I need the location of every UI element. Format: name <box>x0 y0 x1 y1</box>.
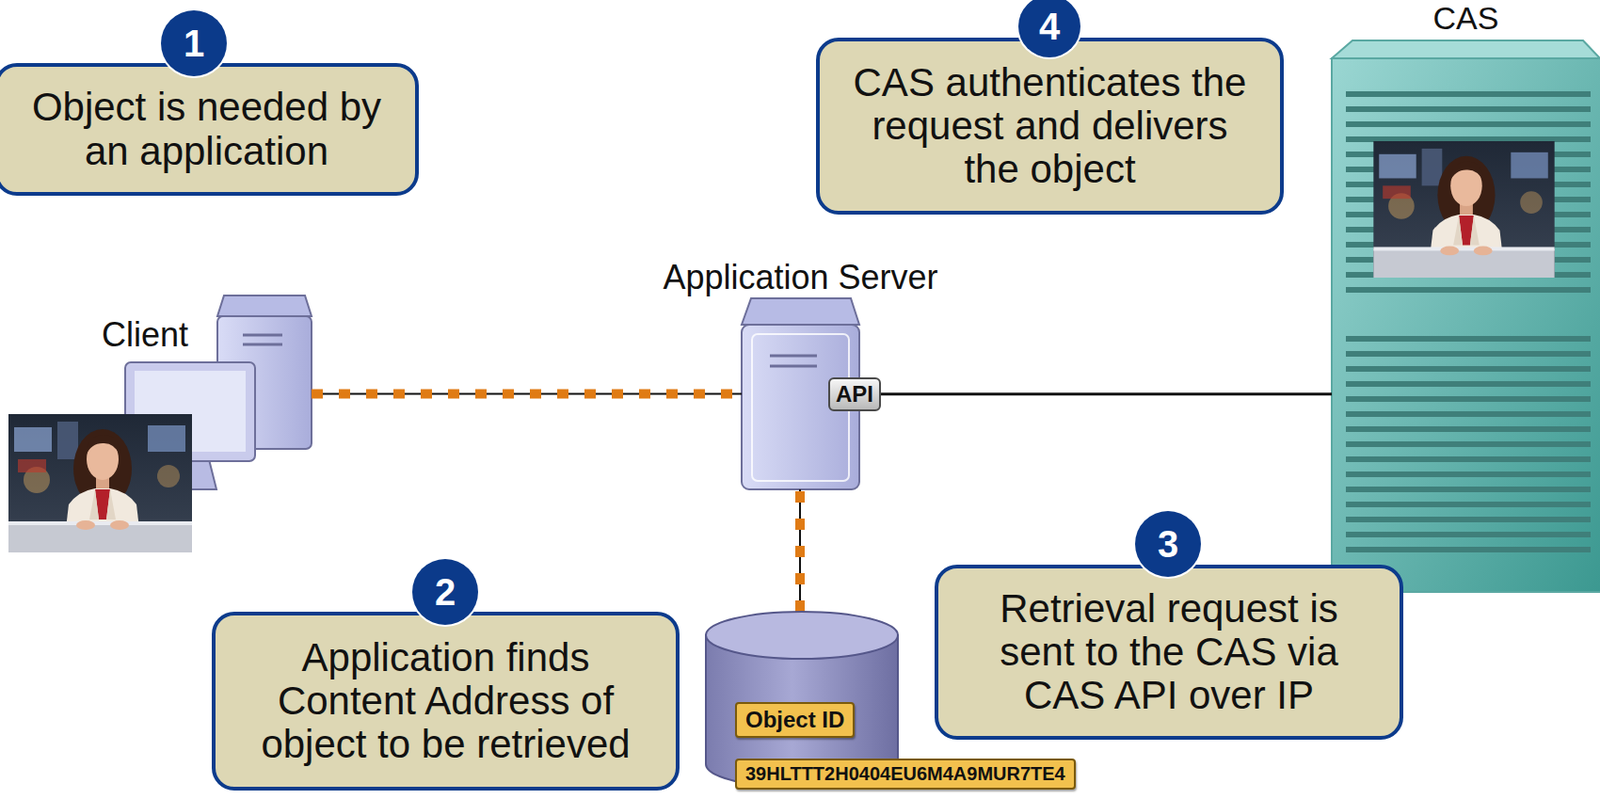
application-server: Application ServerAPI <box>741 298 860 490</box>
node-text: CAS authenticates the request and delive… <box>846 61 1254 192</box>
node-text: 39HLTTT2H0404EU6M4A9MUR7TE4 <box>745 763 1066 785</box>
server-slot <box>769 354 817 358</box>
node-text: Object ID <box>745 706 845 734</box>
cas-vents <box>1345 94 1591 550</box>
client-computer: Client <box>125 295 312 490</box>
node-text: Retrieval request is sent to the CAS via… <box>964 587 1374 719</box>
connector <box>311 393 742 395</box>
callout-box: Application finds Content Address of obj… <box>211 611 680 791</box>
content-address-badge: 39HLTTT2H0404EU6M4A9MUR7TE4 <box>735 758 1076 790</box>
server-top <box>741 298 860 325</box>
node-heading: Application Server <box>662 257 938 297</box>
callout-number: 2 <box>412 559 479 625</box>
cas-storage: CAS <box>1331 40 1600 592</box>
database-link <box>800 489 801 614</box>
node-text: Object is needed by an application <box>24 85 389 173</box>
callout-box: Retrieval request is sent to the CAS via… <box>934 564 1404 740</box>
callout-number: 3 <box>1135 511 1201 577</box>
api-badge: API <box>828 377 881 412</box>
callout-number: 1 <box>160 10 227 77</box>
callout-box: Object is needed by an application <box>0 63 419 196</box>
node-text: API <box>835 381 874 408</box>
cas-body <box>1331 58 1600 592</box>
client-tower-top <box>217 295 312 317</box>
cas-top <box>1331 40 1600 59</box>
client-slot <box>242 334 283 337</box>
node-text: Application finds Content Address of obj… <box>241 636 650 768</box>
client-slot <box>242 343 283 347</box>
node-heading: CAS <box>1433 0 1500 37</box>
newscaster-picture <box>1373 141 1554 278</box>
object-id-badge: Object ID <box>735 702 855 738</box>
database-top <box>705 611 898 659</box>
newscaster-picture <box>8 414 192 553</box>
node-heading: Client <box>101 315 189 354</box>
server-slot <box>769 365 817 368</box>
cas-tower <box>1331 40 1600 592</box>
connector <box>880 393 1332 395</box>
callout-box: CAS authenticates the request and delive… <box>816 37 1284 215</box>
client-computer <box>8 295 312 553</box>
